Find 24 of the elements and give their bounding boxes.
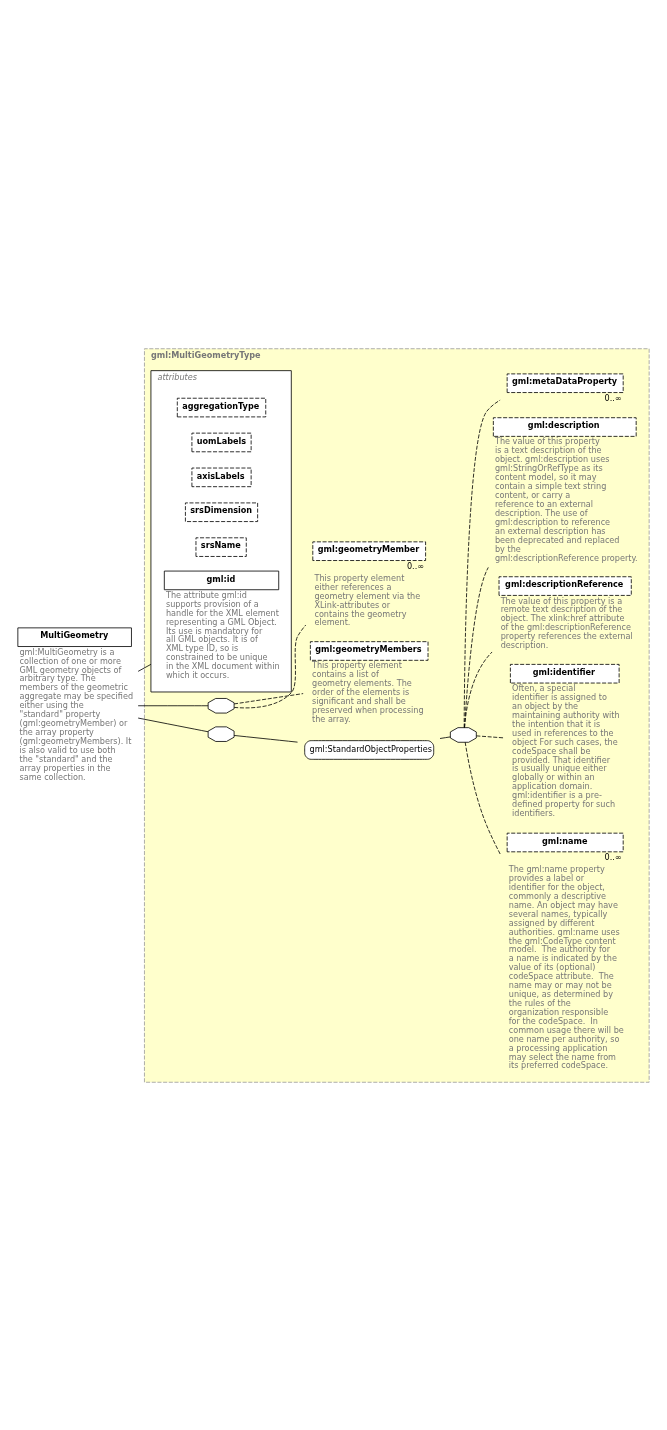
node-label: This property element either references a geometry element via the XLink-attributes or contains the geometry element. (314, 572, 421, 627)
node-label: This property element contains a list of geometry elements. The order of the elements is significant and shall be preserved when processing the array. (312, 659, 424, 724)
connector (463, 399, 501, 728)
node-octagon (207, 697, 235, 713)
connector (137, 717, 209, 732)
connector (233, 624, 307, 708)
node-octagon (207, 725, 235, 742)
node-label: The value of this property is a remote text description of the object. The xlink:href attribute of the gml:descriptionReference property references the external description. (500, 595, 633, 650)
connector (475, 734, 505, 738)
connector (233, 734, 298, 743)
connector (137, 704, 209, 706)
node-octagon (449, 726, 477, 743)
node-label: Often, a special identifier is assigned to an object by the maintaining authority with the intention that it is used in references to the object For such cases, the codeSpace shall be provided. That identifier is usually unique either globally or within an application domain. gml:identifier is a pre-defined property for such identifiers. (512, 682, 620, 818)
connector (464, 741, 501, 854)
node-label: The attribute gml:id supports provision of a handle for the XML element representing a GML Object. Its use is mandatory for all GML objects. It is of XML type ID, so is constrained to be unique in the XML document within which it occurs. (165, 589, 280, 680)
node-label: The value of this property is a text description of the object. gml:description uses gml:StringOrRefType as its content model, so it may contain a simple text string content, or carry a reference to an external description. The use of gml:description to reference an external description has been deprecated and replaced by the gml:descriptionReference property. (494, 435, 638, 563)
node-label: 0..∞ (406, 560, 425, 571)
connector (233, 692, 304, 704)
node-label: The gml:name property provides a label or identifier for the object, commonly a descriptive name. An object may have several names, typically assigned by different authorities. gml:name uses the gml:CodeType content model. The authority for a name is indicated by the value of its (optional) codeSpace attribute. The name may or may not be unique, as determined by the rules of the organization responsible for the codeSpace. In common usage there will be one name per authority, so a processing application may select the name from its preferred codeSpace. (508, 863, 624, 1070)
node-label: 0..∞ (604, 392, 622, 403)
node-label: 0..∞ (604, 851, 622, 862)
connector (137, 663, 152, 672)
node-label: gml:MultiGeometry is a collection of one or more GML geometry objects of arbitrary type. The members of the geometric aggregate may be specified either using the "standard" property (gml:geometryMember) or the array property (gml:geometryMembers). It is also valid to use both the "standard" and the array properties in the same collection. (19, 646, 134, 782)
connector (439, 736, 451, 739)
